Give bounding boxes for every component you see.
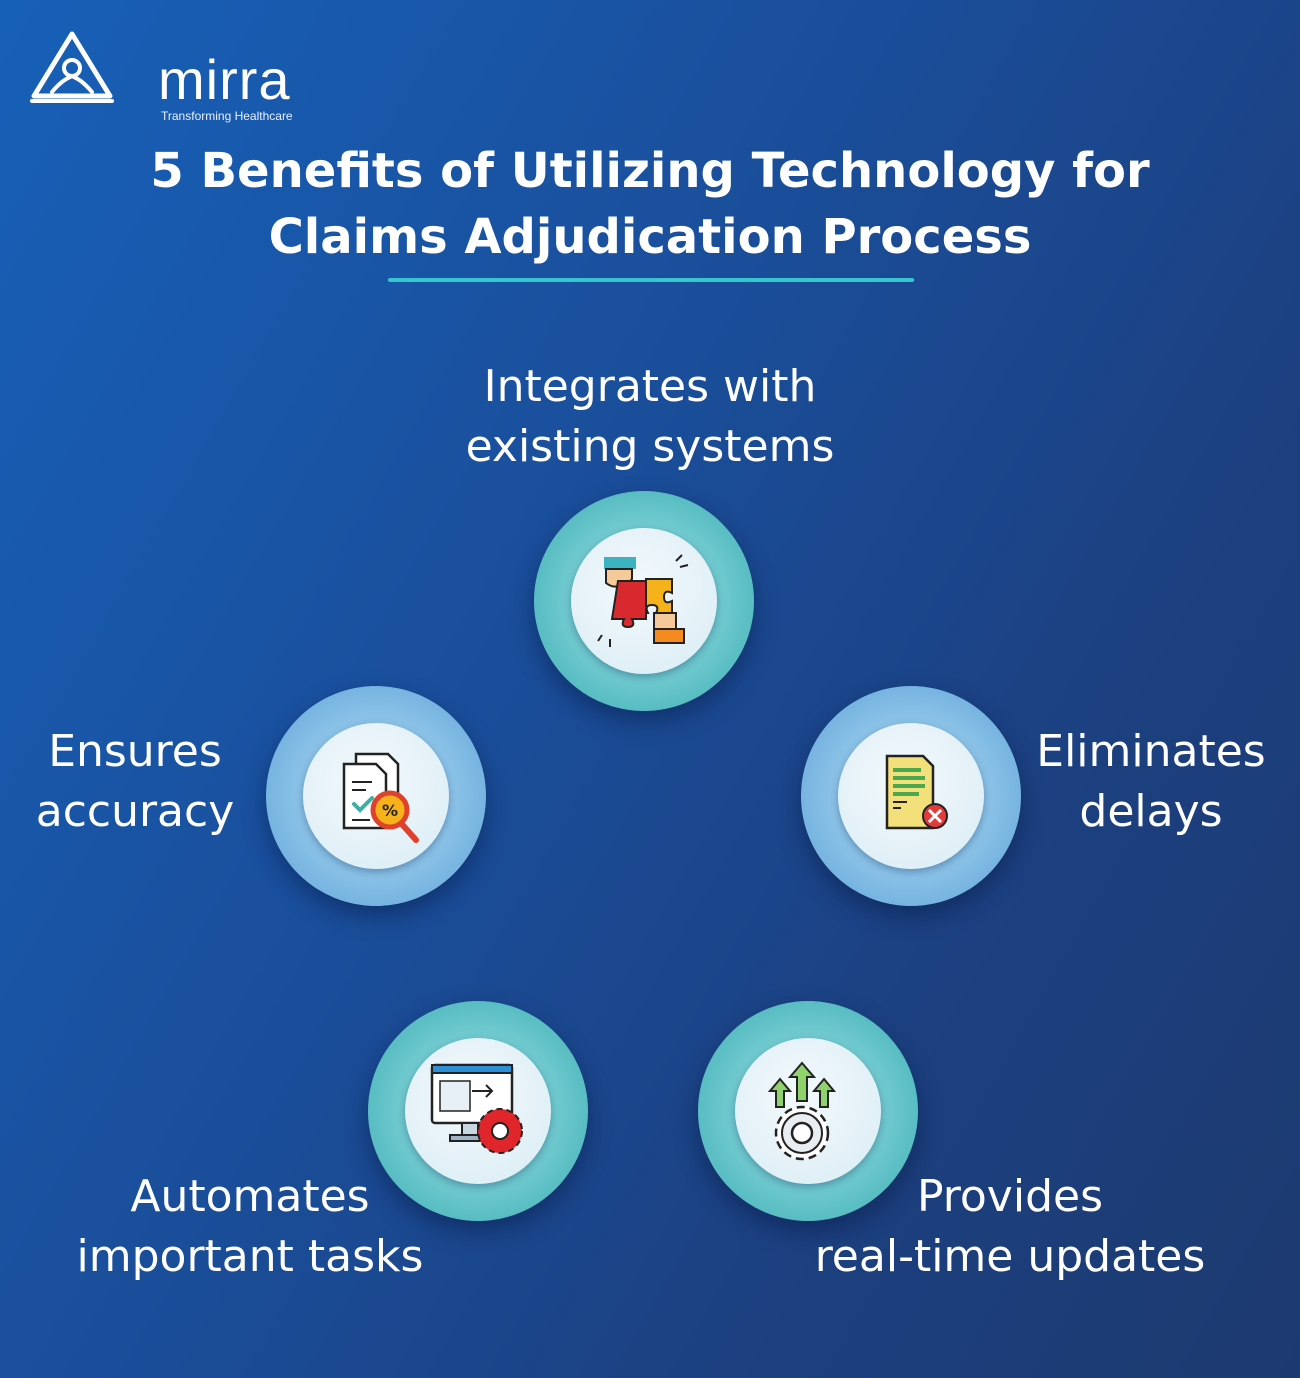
title-underline: [388, 278, 914, 282]
benefit-label-integrates: Integrates with existing systems: [450, 357, 850, 477]
document-magnifier-icon: %: [342, 752, 419, 843]
benefit-icon-holder: [838, 723, 984, 869]
svg-text:%: %: [382, 801, 398, 820]
benefit-label-line-2: existing systems: [465, 421, 835, 472]
benefit-icon-holder: [735, 1038, 881, 1184]
page-title: 5 Benefits of Utilizing Technology for C…: [0, 138, 1300, 270]
benefit-circle-automates: [368, 1001, 588, 1221]
benefit-label-line-2: real-time updates: [814, 1231, 1206, 1282]
benefit-icon-holder: %: [303, 723, 449, 869]
title-line-2: Claims Adjudication Process: [268, 209, 1032, 265]
benefit-circle-updates: [698, 1001, 918, 1221]
benefit-label-line-2: important tasks: [76, 1231, 424, 1282]
benefit-label-line-1: Ensures: [48, 726, 222, 777]
benefit-label-line-2: delays: [1079, 786, 1223, 837]
benefit-circle-delays: [801, 686, 1021, 906]
monitor-gear-icon: [430, 1063, 523, 1154]
benefit-label-line-2: accuracy: [35, 786, 235, 837]
benefit-label-accuracy: Ensures accuracy: [10, 722, 260, 842]
benefit-label-line-1: Integrates with: [483, 361, 817, 412]
gear-arrows-icon: [767, 1061, 837, 1161]
benefit-label-updates: Provides real-time updates: [780, 1167, 1240, 1287]
brand-tagline: Transforming Healthcare: [161, 109, 293, 123]
benefit-circle-integrates: [534, 491, 754, 711]
benefit-label-delays: Eliminates delays: [1024, 722, 1278, 842]
puzzle-hands-icon: [597, 554, 689, 647]
benefit-icon-holder: [405, 1038, 551, 1184]
document-cancel-icon: [885, 754, 948, 830]
benefit-circle-accuracy: %: [266, 686, 486, 906]
brand-logo: mirra Transforming Healthcare: [30, 30, 330, 123]
benefit-label-line-1: Provides: [917, 1171, 1103, 1222]
mirra-logo-icon: [30, 31, 114, 103]
title-line-1: 5 Benefits of Utilizing Technology for: [150, 143, 1150, 199]
benefit-label-line-1: Eliminates: [1036, 726, 1266, 777]
brand-name: mirra: [158, 48, 291, 111]
benefit-icon-holder: [571, 528, 717, 674]
benefit-label-automates: Automates important tasks: [50, 1167, 450, 1287]
benefit-label-line-1: Automates: [130, 1171, 370, 1222]
